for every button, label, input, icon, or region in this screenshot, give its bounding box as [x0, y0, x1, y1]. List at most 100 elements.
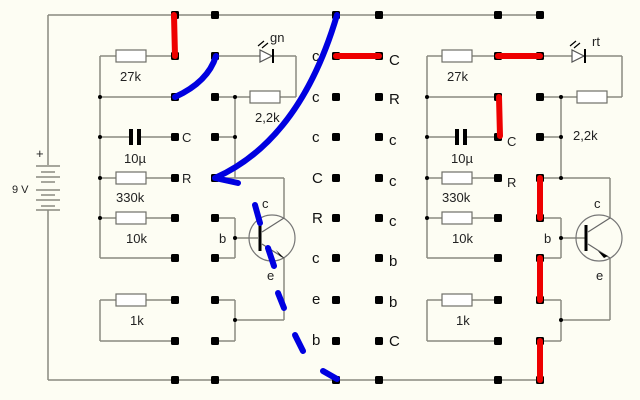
breadboard-pad[interactable]	[375, 93, 383, 101]
label-1k-left: 1k	[130, 313, 144, 328]
breadboard-pad[interactable]	[494, 254, 502, 262]
breadboard-pad[interactable]	[211, 93, 219, 101]
breadboard-pad[interactable]	[171, 296, 179, 304]
led-red-icon	[569, 40, 586, 63]
blue-jumper-dashed[interactable]	[320, 368, 340, 382]
center-left-label: c	[312, 89, 320, 106]
breadboard-pad[interactable]	[494, 376, 502, 384]
blue-jumper[interactable]	[212, 12, 340, 186]
battery-plus: +	[36, 146, 44, 161]
breadboard-pad[interactable]	[375, 337, 383, 345]
breadboard-pad[interactable]	[211, 337, 219, 345]
breadboard-pad[interactable]	[494, 214, 502, 222]
breadboard-pad[interactable]	[171, 174, 179, 182]
label-330k-left: 330k	[116, 190, 145, 205]
breadboard-pad[interactable]	[211, 376, 219, 384]
breadboard-pad[interactable]	[332, 93, 340, 101]
center-labels: c c c C R c e b C R c c c b b C	[312, 48, 400, 350]
breadboard-pad[interactable]	[536, 93, 544, 101]
battery-icon	[36, 165, 60, 211]
label-10u-left: 10µ	[124, 151, 146, 166]
resistor-2k2	[249, 90, 281, 104]
breadboard-pads	[171, 11, 544, 384]
breadboard-pad[interactable]	[375, 174, 383, 182]
breadboard-pad[interactable]	[211, 214, 219, 222]
breadboard-pad[interactable]	[211, 11, 219, 19]
breadboard-pad[interactable]	[332, 214, 340, 222]
led-green-icon	[257, 40, 274, 63]
breadboard-pad[interactable]	[375, 296, 383, 304]
capacitor-icon	[129, 129, 141, 145]
center-left-label: c	[312, 48, 320, 65]
breadboard-pad[interactable]	[494, 296, 502, 304]
breadboard-pad[interactable]	[375, 376, 383, 384]
breadboard-pad[interactable]	[375, 214, 383, 222]
breadboard-pad[interactable]	[332, 337, 340, 345]
center-right-label: c	[389, 173, 397, 190]
label-collector-left: c	[262, 196, 269, 211]
label-collector-right: c	[594, 196, 601, 211]
label-27k-left: 27k	[120, 69, 141, 84]
label-330k-right: 330k	[442, 190, 471, 205]
label-1k-right: 1k	[456, 313, 470, 328]
breadboard-pad[interactable]	[171, 214, 179, 222]
jumper-wires	[171, 12, 543, 383]
resistor-1k-right	[441, 293, 473, 307]
transistor-icon	[575, 214, 623, 262]
center-left-label: b	[312, 332, 320, 349]
label-10k-left: 10k	[126, 231, 147, 246]
resistor-10k-right	[441, 211, 473, 225]
label-emitter-right: e	[596, 268, 603, 283]
breadboard-pad[interactable]	[171, 133, 179, 141]
breadboard-pad[interactable]	[332, 174, 340, 182]
red-jumper[interactable]	[171, 12, 178, 59]
blue-jumper-dashed[interactable]	[265, 245, 277, 269]
breadboard-pad[interactable]	[494, 174, 502, 182]
breadboard-pad[interactable]	[494, 337, 502, 345]
breadboard-pad[interactable]	[375, 254, 383, 262]
breadboard-pad[interactable]	[375, 11, 383, 19]
label-led-gn: gn	[270, 30, 284, 45]
label-27k-right: 27k	[447, 69, 468, 84]
center-left-label: e	[312, 291, 320, 308]
center-right-label: c	[389, 213, 397, 230]
supply-rails	[47, 14, 540, 381]
breadboard-pad[interactable]	[375, 133, 383, 141]
center-right-label: C	[389, 52, 400, 69]
breadboard-pad[interactable]	[332, 133, 340, 141]
center-left-label: R	[312, 210, 323, 227]
red-jumper[interactable]	[496, 94, 503, 139]
resistor-27k-right	[441, 49, 473, 63]
center-right-label: b	[389, 253, 397, 270]
label-pin-c-left: C	[182, 130, 191, 145]
blue-jumper[interactable]	[172, 53, 219, 100]
breadboard-pad[interactable]	[494, 11, 502, 19]
label-pin-r-left: R	[182, 171, 191, 186]
label-pin-c-right: C	[507, 134, 516, 149]
center-right-label: c	[389, 132, 397, 149]
resistor-2k2-right	[576, 90, 608, 104]
blue-jumper-dashed[interactable]	[252, 202, 263, 226]
blue-jumper-dashed[interactable]	[292, 332, 306, 354]
breadboard-pad[interactable]	[171, 254, 179, 262]
label-pin-r-right: R	[507, 175, 516, 190]
breadboard-pad[interactable]	[171, 376, 179, 384]
battery-voltage: 9 V	[12, 184, 29, 196]
breadboard-pad[interactable]	[171, 337, 179, 345]
right-circuit	[425, 40, 623, 342]
blue-jumper-dashed[interactable]	[275, 290, 287, 311]
center-right-label: C	[389, 333, 400, 350]
label-10k-right: 10k	[452, 231, 473, 246]
resistor-330k-right	[441, 171, 473, 185]
breadboard-pad[interactable]	[536, 133, 544, 141]
label-2k2-left: 2,2k	[255, 110, 280, 125]
breadboard-pad[interactable]	[211, 254, 219, 262]
center-left-label: c	[312, 250, 320, 267]
breadboard-pad[interactable]	[536, 11, 544, 19]
breadboard-pad[interactable]	[211, 133, 219, 141]
label-base-right: b	[544, 231, 551, 246]
breadboard-pad[interactable]	[332, 296, 340, 304]
breadboard-pad[interactable]	[332, 254, 340, 262]
breadboard-pad[interactable]	[211, 296, 219, 304]
